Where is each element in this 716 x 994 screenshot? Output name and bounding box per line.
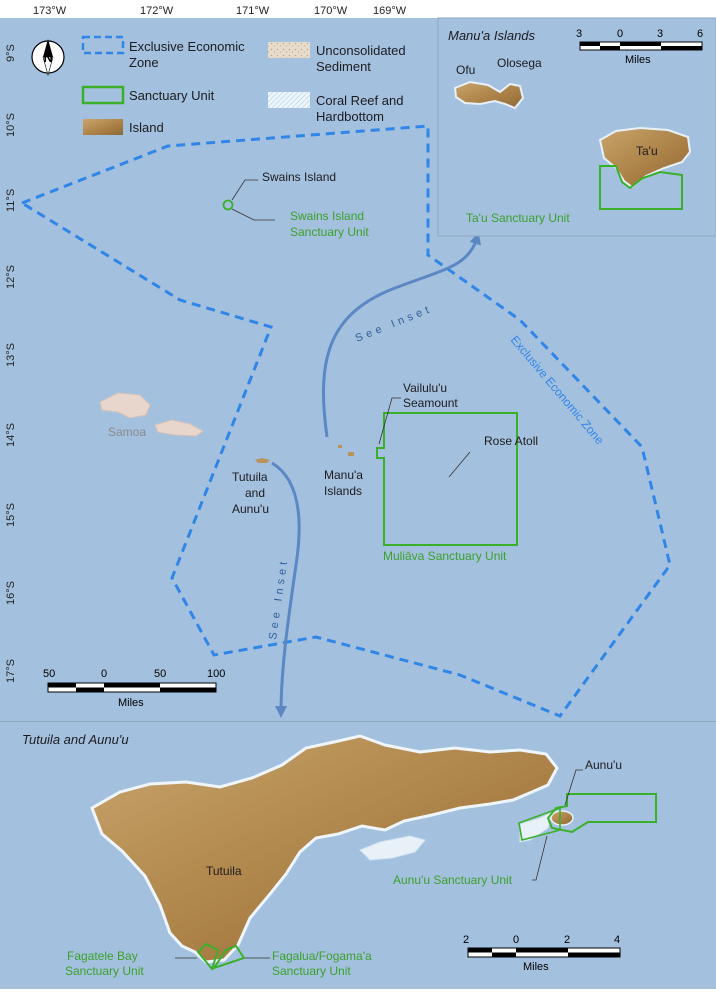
scale-units: Miles bbox=[523, 961, 549, 973]
rose-atoll-label: Rose Atoll bbox=[484, 434, 538, 448]
muliava-label: Muliāva Sanctuary Unit bbox=[383, 549, 507, 563]
main-scale-bar: 50 0 50 100 Miles bbox=[43, 668, 225, 709]
legend-sanctuary-swatch bbox=[81, 85, 125, 105]
tau-label: Ta'u bbox=[636, 144, 658, 158]
olosega-label: Olosega bbox=[497, 56, 542, 70]
longitude-labels: 173°W 172°W 171°W 170°W 169°W bbox=[33, 5, 407, 17]
legend: N Exclusive Economic Zone Sanctuary Unit… bbox=[31, 35, 406, 135]
tutuila-island bbox=[90, 734, 559, 964]
legend-coral-line1: Coral Reef and bbox=[316, 93, 403, 108]
scale-tick: 4 bbox=[614, 934, 620, 946]
north-label: N bbox=[44, 50, 53, 65]
legend-eez-swatch bbox=[81, 35, 125, 55]
lat-label: 13°S bbox=[5, 343, 17, 367]
ofu-olosega-island bbox=[453, 80, 525, 110]
muliava-sanctuary-boundary bbox=[376, 412, 518, 546]
legend-sanctuary-label: Sanctuary Unit bbox=[129, 88, 215, 103]
manua-label-line1: Manu'a bbox=[324, 468, 363, 482]
legend-sediment-line1: Unconsolidated bbox=[316, 43, 406, 58]
scale-tick: 0 bbox=[101, 668, 107, 680]
tau-sanctuary-boundary bbox=[599, 165, 683, 210]
fagalua-label-line2: Sanctuary Unit bbox=[272, 964, 351, 978]
lon-label: 170°W bbox=[314, 5, 348, 17]
scale-units: Miles bbox=[118, 697, 144, 709]
aunuu-sanctuary-label: Aunu'u Sanctuary Unit bbox=[393, 873, 513, 887]
tutuila-island-label: Tutuila bbox=[206, 864, 242, 878]
lat-label: 17°S bbox=[5, 659, 17, 683]
aunuu-sanctuary-boundary bbox=[546, 793, 657, 834]
lat-label: 12°S bbox=[5, 265, 17, 289]
vailulu-label-line1: Vailulu'u bbox=[403, 381, 447, 395]
lon-label: 172°W bbox=[140, 5, 174, 17]
legend-island-label: Island bbox=[129, 120, 164, 135]
eez-boundary bbox=[21, 124, 672, 718]
tutuila-small-island bbox=[255, 458, 270, 463]
fagatele-label-line2: Sanctuary Unit bbox=[65, 964, 144, 978]
scale-units: Miles bbox=[625, 54, 651, 66]
tutuila-label-line3: Aunu'u bbox=[232, 502, 269, 516]
manua-inset-title: Manu'a Islands bbox=[448, 28, 536, 43]
scale-tick: 100 bbox=[207, 668, 225, 680]
lon-label: 171°W bbox=[236, 5, 270, 17]
fagatele-sanctuary-boundary bbox=[196, 942, 220, 972]
vailulu-label-line2: Seamount bbox=[403, 396, 458, 410]
legend-coral-swatch bbox=[268, 92, 310, 108]
swains-unit-label-line1: Swains Island bbox=[290, 209, 364, 223]
tutuila-label-line2: and bbox=[245, 486, 265, 500]
fagalua-label-line1: Fagalua/Fogama'a bbox=[272, 949, 372, 963]
swains-sanctuary-marker bbox=[222, 199, 234, 211]
lat-label: 11°S bbox=[5, 189, 17, 212]
samoa-label: Samoa bbox=[108, 425, 146, 439]
legend-island-swatch bbox=[83, 119, 123, 135]
lat-label: 15°S bbox=[5, 503, 17, 527]
manua-inset-arrow bbox=[322, 232, 482, 438]
legend-eez-line1: Exclusive Economic bbox=[129, 39, 245, 54]
tutuila-scale-bar: 2 0 2 4 Miles bbox=[463, 934, 621, 973]
legend-eez-line2: Zone bbox=[129, 55, 159, 70]
scale-tick: 0 bbox=[617, 28, 623, 40]
lon-label: 169°W bbox=[373, 5, 407, 17]
manua-scale-bar: 3 0 3 6 Miles bbox=[576, 28, 703, 66]
scale-tick: 2 bbox=[564, 934, 570, 946]
manua-small-island bbox=[348, 452, 354, 456]
lat-label: 9°S bbox=[5, 44, 17, 62]
fagatele-label-line1: Fagatele Bay bbox=[67, 949, 138, 963]
swains-island-label: Swains Island bbox=[262, 170, 336, 184]
lon-label: 173°W bbox=[33, 5, 67, 17]
aunuu-label: Aunu'u bbox=[585, 758, 622, 772]
fagalua-sanctuary-boundary bbox=[211, 944, 246, 970]
aunuu-island bbox=[550, 810, 574, 826]
manua-inset: Manu'a Islands 3 0 3 6 Miles Ofu Olosega… bbox=[437, 17, 716, 237]
swains-unit-label-line2: Sanctuary Unit bbox=[290, 225, 369, 239]
scale-tick: 3 bbox=[576, 28, 582, 40]
legend-sediment-swatch bbox=[268, 42, 310, 58]
tutuila-inset-title: Tutuila and Aunu'u bbox=[22, 732, 129, 747]
scale-tick: 50 bbox=[154, 668, 166, 680]
manua-label-line2: Islands bbox=[324, 484, 362, 498]
tutuila-inset-arrow bbox=[271, 461, 301, 718]
samoa-island-savaii bbox=[99, 392, 151, 419]
manua-small-island bbox=[338, 445, 342, 448]
tutuila-label-line1: Tutuila bbox=[232, 470, 268, 484]
tutuila-reef-east bbox=[519, 811, 553, 843]
legend-sediment-line2: Sediment bbox=[316, 59, 371, 74]
tutuila-reef bbox=[359, 835, 426, 861]
lat-label: 16°S bbox=[5, 581, 17, 605]
scale-tick: 50 bbox=[43, 668, 55, 680]
lat-label: 14°S bbox=[5, 423, 17, 447]
latitude-labels: 9°S 10°S 11°S 12°S 13°S 14°S 15°S 16°S 1… bbox=[5, 44, 17, 683]
legend-coral-line2: Hardbottom bbox=[316, 109, 384, 124]
tau-sanctuary-label: Ta'u Sanctuary Unit bbox=[466, 211, 570, 225]
scale-tick: 3 bbox=[657, 28, 663, 40]
scale-tick: 0 bbox=[513, 934, 519, 946]
samoa-island-upolu bbox=[154, 419, 204, 437]
tutuila-inset: Tutuila and Aunu'u Tutuila Aunu'u Aunu'u… bbox=[22, 732, 657, 978]
scale-tick: 2 bbox=[463, 934, 469, 946]
scale-tick: 6 bbox=[697, 28, 703, 40]
ofu-label: Ofu bbox=[456, 63, 475, 77]
lat-label: 10°S bbox=[5, 113, 17, 137]
